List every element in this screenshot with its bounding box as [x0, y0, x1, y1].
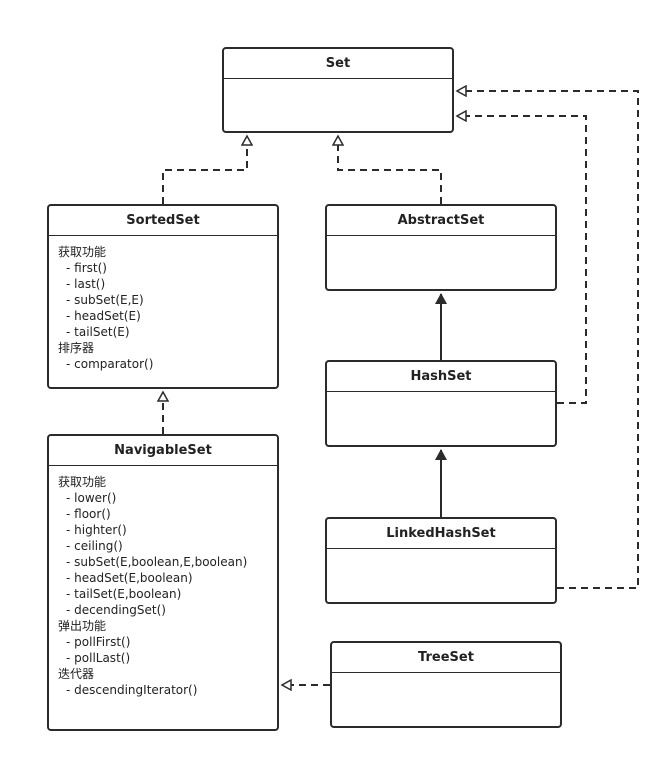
sortedset-class-title: SortedSet: [49, 206, 277, 236]
set-class-title: Set: [224, 49, 452, 79]
navigableset-class-title: NavigableSet: [49, 436, 277, 466]
navigableset-class-box: NavigableSet 获取功能 - lower() - floor() - hig…: [47, 434, 279, 731]
member-method: - tailSet(E,boolean): [66, 587, 182, 601]
member-method: - last(): [66, 277, 106, 291]
member-method: - subSet(E,boolean,E,boolean): [66, 555, 248, 569]
linkedhashset-class-box: LinkedHashSet: [325, 517, 557, 604]
member-method: - descendingIterator(): [66, 683, 198, 697]
treeset-class-box: TreeSet: [330, 641, 562, 728]
navigableset-members: 获取功能 - lower() - floor() - highter() - ceili…: [49, 466, 277, 698]
member-method: - tailSet(E): [66, 325, 130, 339]
member-section-label: 弹出功能: [58, 619, 107, 633]
member-method: - lower(): [66, 491, 117, 505]
member-method: - pollFirst(): [66, 635, 131, 649]
sortedset-class-box: SortedSet 获取功能 - first() - last() - subSet(…: [47, 204, 279, 389]
member-section-label: 获取功能: [58, 245, 107, 259]
abstractset-class-box: AbstractSet: [325, 204, 557, 291]
member-section-label: 排序器: [58, 341, 95, 355]
set-class-box: Set: [222, 47, 454, 133]
member-section-label: 迭代器: [58, 667, 95, 681]
treeset-class-title: TreeSet: [332, 643, 560, 673]
member-section-label: 获取功能: [58, 475, 107, 489]
hashset-class-box: HashSet: [325, 360, 557, 447]
hashset-class-title: HashSet: [327, 362, 555, 392]
member-method: - headSet(E,boolean): [66, 571, 193, 585]
member-method: - comparator(): [66, 357, 154, 371]
abstractset-to-set-arrow: [338, 136, 442, 204]
member-method: - headSet(E): [66, 309, 141, 323]
linkedhashset-class-title: LinkedHashSet: [327, 519, 555, 549]
member-method: - first(): [66, 261, 107, 275]
hashset-to-set-arrow: [457, 116, 587, 404]
sortedset-to-set-arrow: [162, 136, 247, 204]
linkedhashset-to-set-arrow: [457, 91, 639, 589]
member-method: - floor(): [66, 507, 111, 521]
member-method: - pollLast(): [66, 651, 131, 665]
abstractset-class-title: AbstractSet: [327, 206, 555, 236]
member-method: - decendingSet(): [66, 603, 166, 617]
member-method: - ceiling(): [66, 539, 123, 553]
sortedset-members: 获取功能 - first() - last() - subSet(E,E) - head…: [49, 236, 277, 372]
member-method: - subSet(E,E): [66, 293, 144, 307]
member-method: - highter(): [66, 523, 127, 537]
